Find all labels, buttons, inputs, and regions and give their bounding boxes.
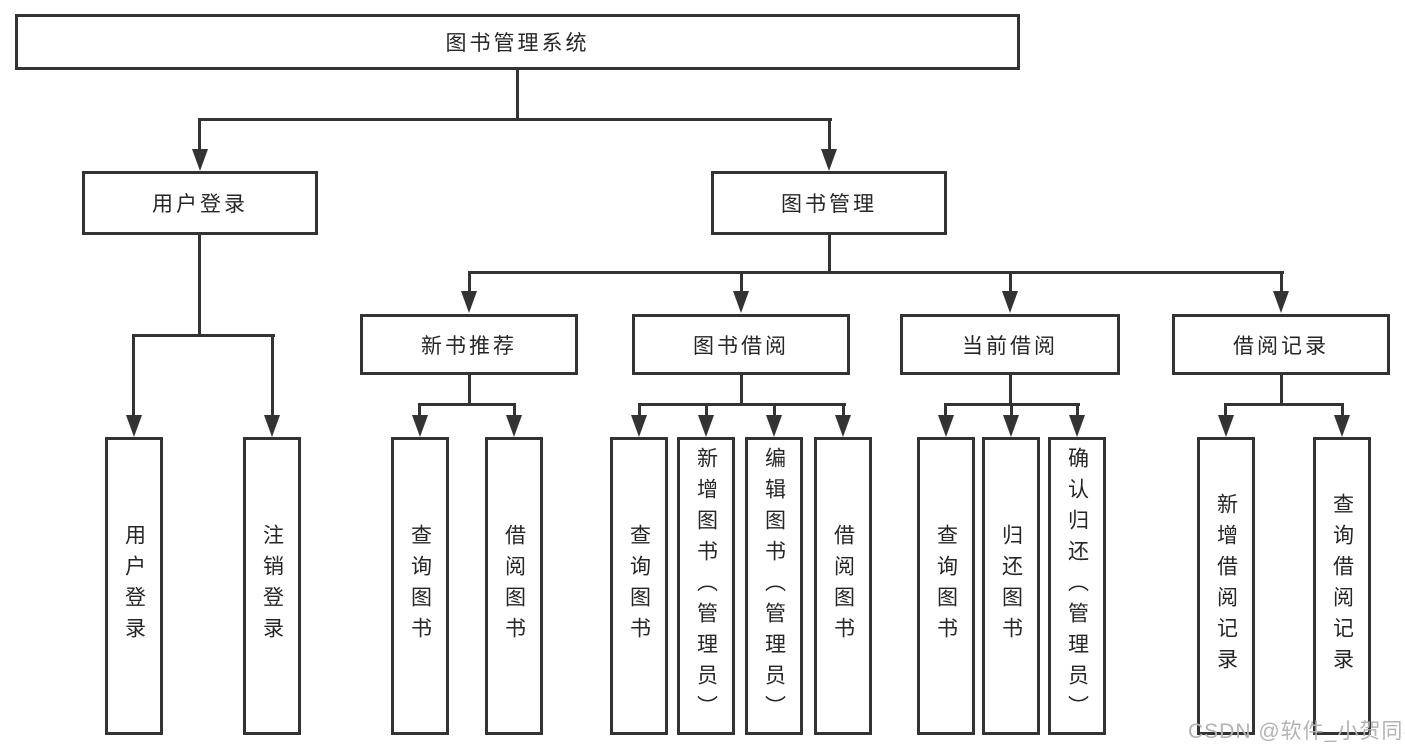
arrow-head (938, 415, 954, 437)
connector-line (468, 375, 471, 406)
connector-line (198, 118, 832, 121)
arrow-head (766, 415, 782, 437)
connector-line (828, 235, 831, 274)
connector-line (132, 334, 135, 416)
connector-line (944, 403, 947, 416)
node-borrow-record: 借阅记录 (1172, 314, 1390, 375)
arrow-head (412, 415, 428, 437)
arrow-head (1218, 415, 1234, 437)
node-new-book-recommend: 新书推荐 (360, 314, 578, 375)
arrow-head (1334, 415, 1350, 437)
arrow-head (1002, 291, 1018, 313)
connector-line (773, 403, 776, 416)
node-book-management: 图书管理 (711, 171, 947, 235)
connector-line (638, 403, 846, 406)
connector-line (1280, 271, 1283, 293)
node-root: 图书管理系统 (15, 14, 1020, 70)
node-user-login: 用户登录 (82, 171, 318, 235)
leaf-return-book: 归还图书 (982, 437, 1040, 735)
connector-line (468, 271, 1284, 274)
node-book-borrow: 图书借阅 (632, 314, 850, 375)
connector-line (828, 118, 831, 151)
arrow-head (821, 149, 837, 171)
leaf-logout-login: 注销登录 (243, 437, 301, 735)
leaf-borrow-book: 借阅图书 (814, 437, 872, 735)
connector-line (1341, 403, 1344, 416)
connector-line (1224, 403, 1227, 416)
arrow-head (733, 291, 749, 313)
arrow-head (835, 415, 851, 437)
arrow-head (461, 291, 477, 313)
arrow-head (264, 415, 280, 437)
connector-line (198, 118, 201, 151)
arrow-head (1003, 415, 1019, 437)
connector-line (1224, 403, 1344, 406)
connector-line (1010, 403, 1013, 416)
arrow-head (192, 149, 208, 171)
leaf-borrow-book-recommend: 借阅图书 (485, 437, 543, 735)
connector-line (1009, 271, 1012, 293)
leaf-query-book-borrow: 查询图书 (610, 437, 668, 735)
arrow-head (631, 415, 647, 437)
connector-line (513, 403, 516, 416)
node-current-borrow: 当前借阅 (900, 314, 1120, 375)
watermark: CSDN @软件_小贺同学 (1188, 720, 1405, 743)
arrow-head (126, 415, 142, 437)
leaf-query-book-recommend: 查询图书 (391, 437, 449, 735)
leaf-user-login: 用户登录 (105, 437, 163, 735)
leaf-query-book-current: 查询图书 (917, 437, 975, 735)
leaf-confirm-return-admin: 确认归还（管理员） (1048, 437, 1106, 735)
leaf-add-book-admin: 新增图书（管理员） (677, 437, 735, 735)
connector-line (1280, 375, 1283, 406)
arrow-head (698, 415, 714, 437)
connector-line (468, 271, 471, 293)
arrow-head (1273, 291, 1289, 313)
connector-line (198, 235, 201, 337)
leaf-query-borrow-record: 查询借阅记录 (1313, 437, 1371, 735)
leaf-edit-book-admin: 编辑图书（管理员） (745, 437, 803, 735)
connector-line (418, 403, 421, 416)
connector-line (271, 334, 274, 416)
connector-line (638, 403, 641, 416)
connector-line (1009, 375, 1012, 406)
connector-line (740, 271, 743, 293)
connector-line (418, 403, 516, 406)
arrow-head (1069, 415, 1085, 437)
arrow-head (506, 415, 522, 437)
connector-line (516, 70, 519, 121)
connector-line (132, 334, 275, 337)
connector-line (1076, 403, 1079, 416)
connector-line (842, 403, 845, 416)
connector-line (705, 403, 708, 416)
leaf-add-borrow-record: 新增借阅记录 (1197, 437, 1255, 735)
connector-line (740, 375, 743, 406)
